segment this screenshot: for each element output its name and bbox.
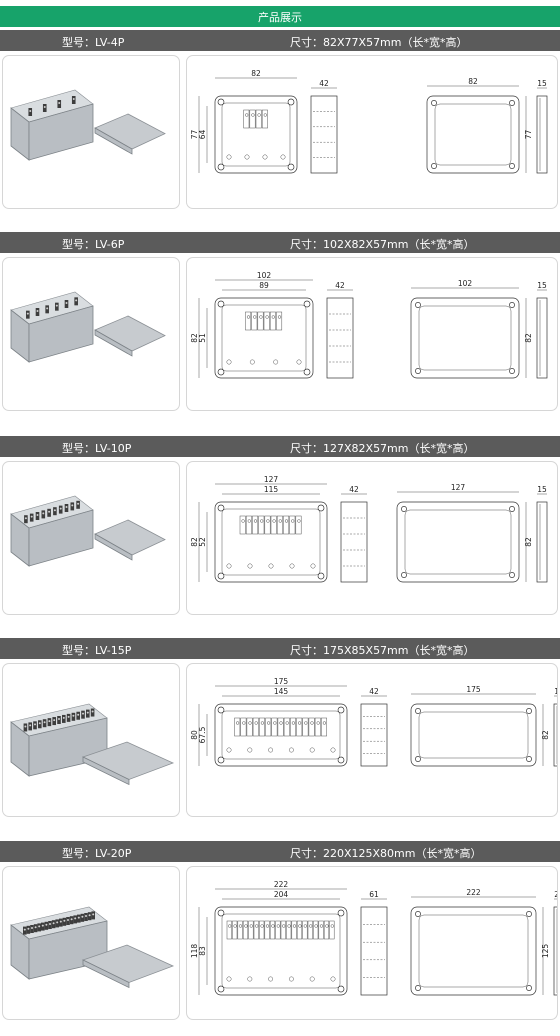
- dim-lid-height: 82: [524, 537, 533, 547]
- model-label: 型号：LV-6P: [62, 238, 125, 251]
- dim-inner-width: 145: [274, 687, 289, 696]
- dim-lid-height: 82: [524, 333, 533, 343]
- dim-side-depth: 42: [319, 79, 329, 88]
- size-label: 尺寸：175X85X57mm（长*宽*高）: [290, 644, 475, 657]
- product-photo: [2, 866, 180, 1020]
- product-photo: [2, 257, 180, 411]
- side-view: 42: [326, 281, 354, 379]
- dim-front-width: 222: [274, 880, 289, 889]
- model-label: 型号：LV-10P: [62, 442, 132, 455]
- lid-image: [81, 944, 175, 989]
- dim-inner-width: 89: [259, 281, 269, 290]
- dim-lid-depth: 15: [537, 281, 547, 290]
- lid-view: 127 82: [396, 483, 533, 583]
- dim-front-height: 80: [190, 730, 199, 740]
- lid-view: 175 82: [410, 685, 550, 767]
- terminal-strip: [245, 311, 283, 331]
- dim-inner-height: 51: [198, 333, 207, 343]
- model-label: 型号：LV-20P: [62, 847, 132, 860]
- lid-side-view: 20: [553, 890, 558, 996]
- lid-side-view: 15: [536, 485, 548, 583]
- dim-lid-depth: 15: [554, 687, 558, 696]
- open-box-image: [10, 703, 108, 777]
- product-header-bar: 型号：LV-15P 尺寸：175X85X57mm（长*宽*高）: [0, 638, 560, 659]
- size-label: 尺寸：102X82X57mm（长*宽*高）: [290, 238, 475, 251]
- lid-image: [94, 113, 166, 155]
- dim-front-width: 127: [264, 475, 279, 484]
- dim-lid-width: 175: [466, 685, 481, 694]
- model-label: 型号：LV-15P: [62, 644, 132, 657]
- dim-inner-height: 83: [198, 946, 207, 956]
- open-box-image: [10, 495, 94, 567]
- dim-lid-depth: 15: [537, 79, 547, 88]
- model-label: 型号：LV-4P: [62, 36, 125, 49]
- side-view: 61: [360, 890, 388, 996]
- dim-lid-depth: 15: [537, 485, 547, 494]
- dim-lid-height: 77: [524, 130, 533, 140]
- lid-image: [81, 741, 175, 786]
- open-box-image: [10, 291, 94, 363]
- product-header-bar: 型号：LV-20P 尺寸：220X125X80mm（长*宽*高）: [0, 841, 560, 862]
- product-photo: [2, 663, 180, 817]
- dim-front-width: 175: [274, 677, 289, 686]
- dim-front-height: 118: [190, 944, 199, 959]
- banner-title: 产品展示: [0, 6, 560, 27]
- dim-lid-width: 82: [468, 77, 478, 86]
- terminal-strip: [239, 515, 302, 535]
- size-label: 尺寸：82X77X57mm（长*宽*高）: [290, 36, 468, 49]
- dim-side-depth: 42: [369, 687, 379, 696]
- terminal-strip: [226, 920, 335, 940]
- side-view: 42: [340, 485, 368, 583]
- lid-view: 82 77: [426, 77, 533, 174]
- product-header-bar: 型号：LV-10P 尺寸：127X82X57mm（长*宽*高）: [0, 436, 560, 457]
- size-label: 尺寸：127X82X57mm（长*宽*高）: [290, 442, 475, 455]
- dim-inner-width: 204: [274, 890, 289, 899]
- size-label: 尺寸：220X125X80mm（长*宽*高）: [290, 847, 482, 860]
- dim-side-depth: 42: [349, 485, 359, 494]
- lid-image: [94, 519, 166, 561]
- dim-side-depth: 61: [369, 890, 379, 899]
- terminal-strip: [234, 717, 327, 737]
- dim-lid-height: 125: [541, 944, 550, 959]
- technical-drawing: 222204118836122212520: [186, 866, 558, 1020]
- dim-lid-width: 102: [458, 279, 473, 288]
- dim-front-height: 82: [190, 333, 199, 343]
- terminal-strip: [243, 109, 268, 129]
- lid-view: 222 125: [410, 888, 550, 996]
- dim-front-height: 82: [190, 537, 199, 547]
- dim-lid-width: 127: [451, 483, 466, 492]
- dim-lid-height: 82: [541, 730, 550, 740]
- dim-front-width: 82: [251, 69, 261, 78]
- lid-side-view: 15: [536, 79, 548, 174]
- dim-inner-height: 64: [198, 130, 207, 140]
- dim-inner-height: 52: [198, 537, 207, 547]
- product-header-bar: 型号：LV-6P 尺寸：102X82X57mm（长*宽*高）: [0, 232, 560, 253]
- lid-side-view: 15: [553, 687, 558, 767]
- dim-inner-height: 67.5: [198, 726, 207, 743]
- dim-lid-width: 222: [466, 888, 481, 897]
- dim-front-width: 102: [257, 271, 272, 280]
- lid-view: 102 82: [410, 279, 533, 379]
- product-photo: [2, 55, 180, 209]
- lid-image: [94, 315, 166, 357]
- dim-lid-depth: 20: [554, 890, 558, 899]
- side-view: 42: [360, 687, 388, 767]
- product-header-bar: 型号：LV-4P 尺寸：82X77X57mm（长*宽*高）: [0, 30, 560, 51]
- side-view: 42: [310, 79, 338, 174]
- open-box-image: [10, 89, 94, 161]
- dim-side-depth: 42: [335, 281, 345, 290]
- dim-front-height: 77: [190, 130, 199, 140]
- lid-side-view: 15: [536, 281, 548, 379]
- dim-inner-width: 115: [264, 485, 279, 494]
- product-photo: [2, 461, 180, 615]
